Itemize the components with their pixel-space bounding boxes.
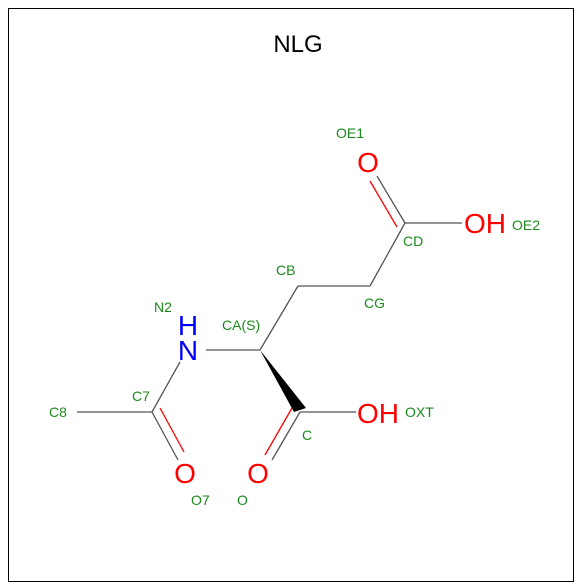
bond-c7-n xyxy=(151,361,181,413)
molecule-title: NLG xyxy=(273,31,322,58)
label-o: O xyxy=(237,492,248,508)
label-cd: CD xyxy=(403,233,423,249)
label-n2: N2 xyxy=(154,299,172,315)
label-c8: C8 xyxy=(49,404,67,420)
bond-cd-oe1-a xyxy=(376,175,406,224)
atom-oe2-symbol: OH xyxy=(464,208,506,239)
label-cb: CB xyxy=(276,262,295,278)
label-c7: C7 xyxy=(132,388,150,404)
bond-c-o-a xyxy=(271,411,301,461)
atom-labels: OE1 OE2 CD CB CG N2 CA(S) C7 C8 C OXT O7… xyxy=(49,125,540,508)
bond-c7-o7-b xyxy=(159,407,185,453)
label-cg: CG xyxy=(364,295,385,311)
label-o7: O7 xyxy=(191,492,210,508)
atom-o-symbol: O xyxy=(247,458,269,489)
label-ca: CA(S) xyxy=(222,317,260,333)
bond-c7-o7-a xyxy=(151,411,179,461)
element-symbols: O OH H N O O OH xyxy=(174,147,506,489)
bond-cg-cd xyxy=(369,222,406,287)
label-oe2: OE2 xyxy=(512,217,540,233)
label-oe1: OE1 xyxy=(336,125,364,141)
diagram-frame xyxy=(8,8,574,582)
atom-n2-h-symbol: H xyxy=(178,310,198,341)
atom-o7-symbol: O xyxy=(174,458,196,489)
atom-oe1-symbol: O xyxy=(357,147,379,178)
bond-c-o-b xyxy=(264,407,293,456)
bond-cd-oe1-b xyxy=(369,180,398,228)
label-oxt: OXT xyxy=(405,404,434,420)
label-c: C xyxy=(302,427,312,443)
atom-n2-symbol: N xyxy=(178,335,198,366)
atom-oxt-symbol: OH xyxy=(357,398,399,429)
bond-ca-c-wedge xyxy=(260,350,306,412)
bond-ca-cb xyxy=(259,285,299,351)
bond-layer xyxy=(77,175,462,461)
